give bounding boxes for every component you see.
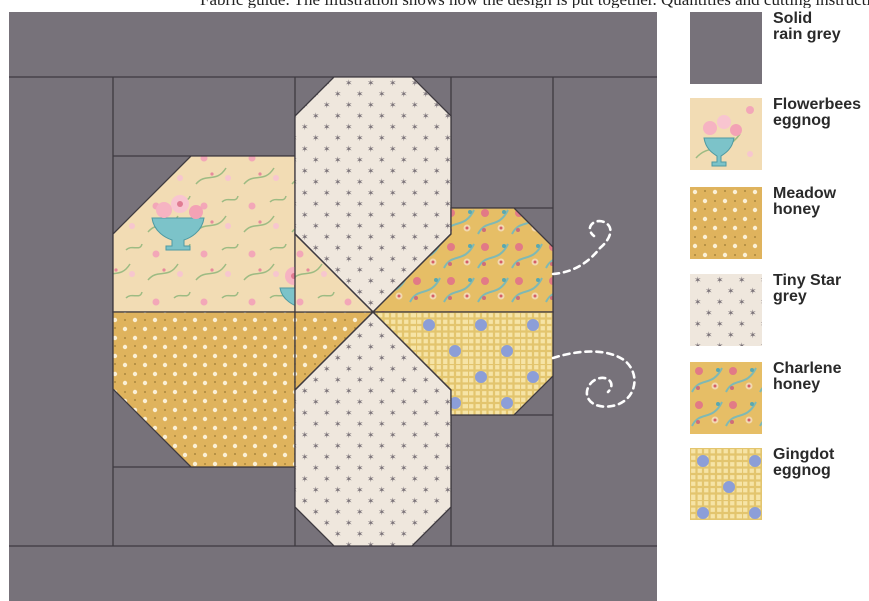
swatch-gingdot bbox=[690, 448, 762, 520]
legend-label-line2: rain grey bbox=[773, 27, 869, 43]
caption: Fabric guide. The illustration shows how… bbox=[200, 0, 869, 8]
legend-label-line1: Flowerbees bbox=[773, 97, 869, 113]
legend-label-line1: Solid bbox=[773, 11, 869, 27]
legend-label-line2: grey bbox=[773, 289, 869, 305]
quilt-block-illustration: ✶ ✶ bbox=[9, 12, 657, 601]
legend-label-line1: Tiny Star bbox=[773, 273, 869, 289]
swatch-tinystar bbox=[690, 274, 762, 346]
legend-label-line1: Meadow bbox=[773, 186, 869, 202]
legend-label-line1: Charlene bbox=[773, 361, 869, 377]
swatch-charlene bbox=[690, 362, 762, 434]
legend-label-line2: eggnog bbox=[773, 463, 869, 479]
legend-label-line2: eggnog bbox=[773, 113, 869, 129]
swatch-solid-grey: ✶ ✶ bbox=[690, 12, 762, 84]
legend-label-line2: honey bbox=[773, 377, 869, 393]
legend-label-line1: Gingdot bbox=[773, 447, 869, 463]
legend-label-line2: honey bbox=[773, 202, 869, 218]
swatch-meadow bbox=[690, 187, 762, 259]
swatch-flowerbees bbox=[690, 98, 762, 170]
